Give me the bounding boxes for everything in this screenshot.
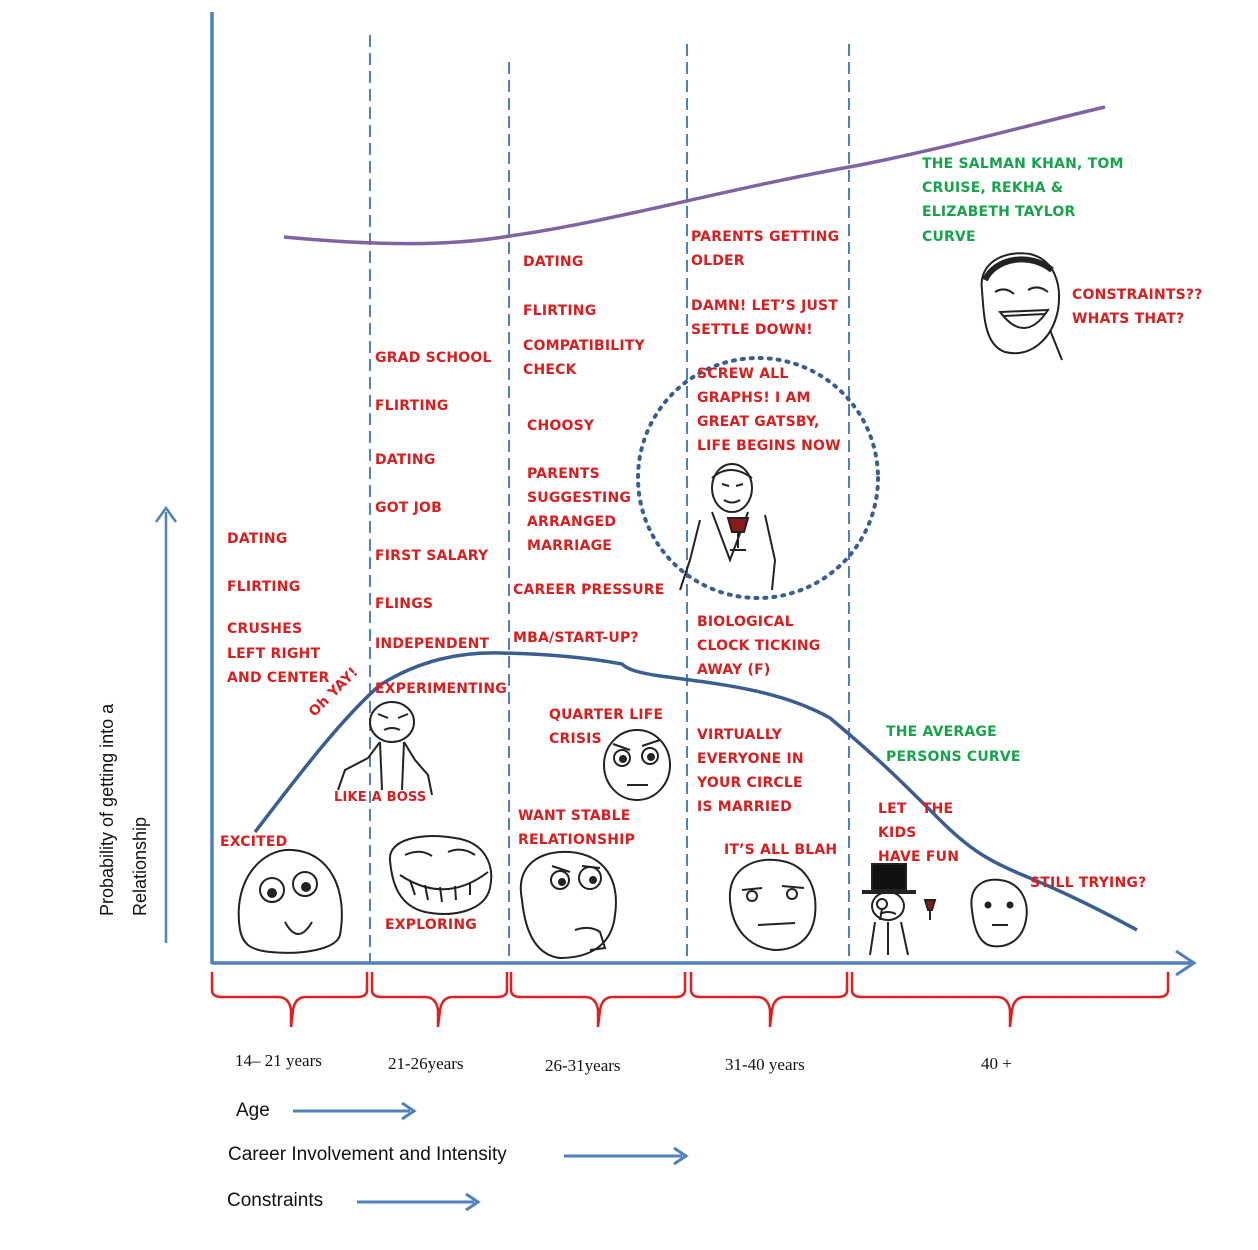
fffuu-face-icon (337, 701, 433, 796)
age-group-5: 40 + (981, 1054, 1012, 1073)
age-group-4: 31-40 years (725, 1055, 805, 1074)
stage5-kids: KIDS (878, 825, 917, 841)
average-persons-curve (253, 651, 1138, 932)
stage3-relationship: RELATIONSHIP (518, 832, 636, 848)
meh-face-icon (728, 858, 817, 952)
stage3-choosy: CHOOSY (527, 418, 595, 434)
stage1-left-right: LEFT RIGHT (227, 646, 321, 662)
brace-4 (689, 972, 849, 1028)
stage2-exploring: EXPLORING (385, 917, 477, 933)
excited-face-icon (237, 848, 343, 954)
gatsby-dotted-circle (636, 356, 880, 600)
stage2-flings: FLINGS (375, 596, 434, 612)
stage2-like-a-boss: LIKE A BOSS (334, 790, 427, 805)
stage2-got-job: GOT JOB (375, 500, 442, 516)
stage3-crisis: CRISIS (549, 731, 602, 747)
legend-age: Age (236, 1100, 270, 1121)
stage4-virtually: VIRTUALLY (697, 727, 783, 743)
stage5-let-the: LET THE (878, 801, 954, 817)
stage4-all-blah: IT’S ALL BLAH (724, 842, 838, 858)
stage3-parents: PARENTS (527, 466, 600, 482)
stage5-salman-4: CURVE (922, 229, 976, 245)
age-group-1: 14– 21 years (235, 1051, 322, 1070)
age-group-2: 21-26years (388, 1054, 464, 1073)
brace-2 (370, 972, 509, 1028)
brace-1 (210, 972, 369, 1028)
stage3-marriage: MARRIAGE (527, 538, 613, 554)
stage2-independent: INDEPENDENT (375, 636, 490, 652)
laughing-face-icon (980, 252, 1063, 361)
gatsby-toast-icon (679, 463, 777, 591)
stage4-everyone-in: EVERYONE IN (697, 751, 804, 767)
stage4-away: AWAY (F) (697, 662, 771, 678)
skeptical-face-icon (603, 729, 671, 801)
stage1-excited: EXCITED (220, 834, 288, 850)
stage4-gatsby-4: LIFE BEGINS NOW (697, 438, 841, 454)
stage3-compatibility: COMPATIBILITY (523, 338, 645, 354)
poker-face-icon (970, 878, 1028, 948)
stage4-is-married: IS MARRIED (697, 799, 792, 815)
stage4-parents-getting: PARENTS GETTING (691, 229, 840, 245)
stage2-experimenting: EXPERIMENTING (375, 681, 507, 697)
stage1-and-center: AND CENTER (227, 670, 330, 686)
age-arrowhead (401, 1101, 417, 1121)
monocle-gentleman-icon (862, 863, 937, 956)
x-axis-arrowhead (1175, 949, 1197, 977)
stage1-crushes: CRUSHES (227, 621, 303, 637)
stage4-gatsby-2: GRAPHS! I AM (697, 390, 811, 406)
stage4-gatsby-1: SCREW ALL (697, 366, 789, 382)
brace-3 (509, 972, 687, 1028)
stage5-whats-that: WHATS THAT? (1072, 311, 1185, 327)
stage3-career-pressure: CAREER PRESSURE (513, 582, 665, 598)
stage1-dating: DATING (227, 531, 288, 547)
stage5-average-1: THE AVERAGE (886, 724, 997, 740)
stage1-flirting: FLIRTING (227, 579, 301, 595)
brace-5 (850, 972, 1170, 1028)
stage5-average-2: PERSONS CURVE (886, 749, 1021, 765)
stage5-have-fun: HAVE FUN (878, 849, 960, 865)
stage2-first-salary: FIRST SALARY (375, 548, 489, 564)
y-label-arrowhead (154, 505, 178, 523)
stage4-clock: CLOCK TICKING (697, 638, 821, 654)
stage5-salman-2: CRUISE, REKHA & (922, 180, 1064, 196)
stage2-flirting: FLIRTING (375, 398, 449, 414)
age-braces (210, 972, 1170, 1028)
constraints-arrowhead (465, 1192, 481, 1212)
age-group-3: 26-31years (545, 1056, 621, 1075)
stage5-constraints: CONSTRAINTS?? (1072, 287, 1203, 303)
stage3-suggesting: SUGGESTING (527, 490, 632, 506)
stage4-your-circle: YOUR CIRCLE (697, 775, 803, 791)
legend-constraints: Constraints (227, 1190, 324, 1211)
thinking-face-icon (519, 850, 617, 960)
stage3-arranged: ARRANGED (527, 514, 617, 530)
stage4-biological: BIOLOGICAL (697, 614, 794, 630)
stage3-mba: MBA/START-UP? (513, 630, 639, 646)
y-axis-label-line2: Relationship (130, 816, 150, 916)
stage3-want-stable: WANT STABLE (518, 808, 631, 824)
stage4-gatsby-3: GREAT GATSBY, (697, 414, 820, 430)
stage5-still-trying: STILL TRYING? (1030, 875, 1147, 891)
celebrity-curve (283, 105, 1106, 246)
stage4-settle-down: SETTLE DOWN! (691, 322, 813, 338)
troll-face-icon (388, 835, 493, 915)
stage3-dating: DATING (523, 254, 584, 270)
legend-career: Career Involvement and Intensity (228, 1144, 507, 1165)
stage5-salman-3: ELIZABETH TAYLOR (922, 204, 1076, 220)
stage5-salman-1: THE SALMAN KHAN, TOM (922, 156, 1124, 172)
stage2-dating: DATING (375, 452, 436, 468)
y-axis-label-line1: Probability of getting into a (97, 703, 117, 916)
stage4-damn: DAMN! LET’S JUST (691, 298, 839, 314)
stage3-quarter-life: QUARTER LIFE (549, 707, 664, 723)
stage4-older: OLDER (691, 253, 745, 269)
stage3-flirting: FLIRTING (523, 303, 597, 319)
stage3-check: CHECK (523, 362, 577, 378)
stage2-grad-school: GRAD SCHOOL (375, 350, 492, 366)
career-arrowhead (673, 1146, 689, 1166)
